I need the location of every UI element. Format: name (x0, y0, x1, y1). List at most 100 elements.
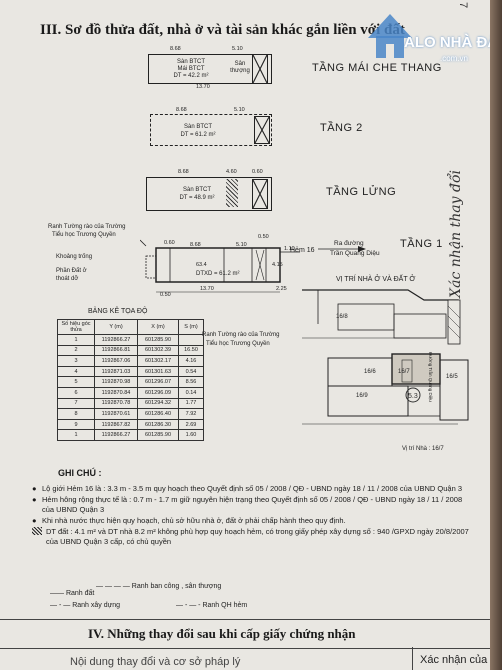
floorplan-tang-lung: Sàn BTCT DT = 48.9 m² (146, 177, 272, 211)
floorplan-tang-mai: Sàn BTCT Mái BTCT DT = 42.2 m² Sân thượn… (148, 54, 272, 84)
tang-1-label: TẦNG 1 (400, 238, 443, 250)
legend-ranh-dat: —— Ranh đất (50, 590, 94, 597)
column-divider (412, 647, 413, 670)
t1-ra-duong: Ra đường (334, 240, 364, 247)
table-cell: 16.50 (178, 344, 204, 357)
table-cell: 1 (57, 334, 95, 346)
solid-line-icon: —— (50, 590, 64, 597)
table-cell: 601301.63 (137, 365, 179, 378)
t2-dim-1: 8.68 (176, 107, 187, 113)
mai-dim-3: 13.70 (196, 84, 210, 90)
loc-road: Đường Trần Quang Diệu (428, 352, 433, 402)
note-text: Lộ giới Hẻm 16 là : 3.3 m - 3.5 m quy ho… (42, 484, 463, 493)
table-cell: 7 (57, 397, 95, 410)
tl-room: Sàn BTCT (182, 187, 211, 193)
table-cell: 5 (57, 376, 95, 388)
tl-area: DT = 48.9 m² (179, 195, 215, 201)
house-logo-icon (368, 14, 412, 58)
mai-room-1: Sàn BTCT (176, 59, 205, 65)
loc-wall-label-1: Ranh Tường rào của Trường (202, 332, 280, 338)
mai-dim-1: 8.68 (170, 46, 181, 52)
watermark-text: ALO NHÀ ĐẤT (404, 34, 490, 51)
legend-ranh-xd: — - — Ranh xây dựng (50, 602, 120, 609)
table-cell: 601286.40 (137, 408, 179, 420)
legend-ranh-qh: — - — - Ranh QH hẻm (176, 602, 247, 609)
note-text: Khi nhà nước thực hiện quy hoạch, chủ sở… (42, 516, 346, 525)
table-cell: 1 (57, 429, 95, 441)
side-handwriting: Xác nhận thay đổi (448, 170, 464, 298)
t1-dim-1: 0.60 (164, 240, 175, 246)
table-cell: 2.69 (178, 418, 204, 431)
t1-area: DTXD = 61.2 m² (196, 271, 240, 277)
t1-thoat-do: thoát dỡ (56, 276, 79, 282)
table-cell: 7.92 (178, 408, 204, 420)
table-cell: 4.16 (178, 355, 204, 367)
t1-street: Trần Quang Diệu (330, 250, 380, 257)
t1-dim-9: 1.10 (284, 246, 295, 252)
stamp-icon: 5.3 (405, 387, 421, 403)
floorplan-tang-2: Sàn BTCT DT = 61.2 m² (150, 114, 272, 146)
mai-area: DT = 42.2 m² (173, 73, 209, 79)
location-title: VỊ TRÍ NHÀ Ở VÀ ĐẤT Ở (336, 276, 416, 283)
dash-dot-line-icon: — - — (50, 602, 71, 609)
table-cell: 8 (57, 408, 95, 420)
legend-ban-cong: — — — — Ranh ban công , sân thượng (96, 583, 221, 590)
lot-16-5: 16/5 (446, 374, 458, 380)
tang-lung-label: TẦNG LỬNG (326, 186, 397, 198)
tl-dim-2: 4.60 (226, 169, 237, 175)
bullet-icon: ● (32, 484, 37, 493)
page-edge (490, 0, 502, 670)
table-cell: 2 (57, 344, 95, 357)
table-cell: 1192867.06 (94, 355, 138, 367)
table-cell: 601296.09 (137, 386, 179, 399)
table-cell: 1.77 (178, 397, 204, 410)
table-cell: 601286.30 (137, 418, 179, 431)
table-cell: 1.60 (178, 429, 204, 441)
hatch-swatch-icon (32, 527, 42, 535)
t1-dim-8: 0.50 (258, 234, 269, 240)
table-cell: 1192866.27 (94, 334, 138, 346)
t1-dim-4: 13.70 (200, 286, 214, 292)
table-cell: 601302.39 (137, 344, 179, 357)
note-item: ●Hẻm hông rộng thực tế là : 0.7 m - 1.7 … (32, 495, 472, 515)
t2-area: DT = 61.2 m² (180, 132, 216, 138)
table-cell: 8.56 (178, 376, 204, 388)
notes-title: GHI CHÚ : (58, 468, 102, 478)
confirm-column-header: Xác nhận của (420, 654, 488, 666)
t2-room: Sàn BTCT (183, 124, 212, 130)
section-4-title: IV. Những thay đổi sau khi cấp giấy chứn… (88, 626, 356, 641)
t1-dim-6: 2.25 (276, 286, 287, 292)
lot-16-7: 16/7 (398, 369, 410, 375)
notes-section: GHI CHÚ : ● Lộ giới Hẻm 16 là : 3.3 m - 3… (32, 468, 472, 548)
changes-column-header: Nội dung thay đổi và cơ sở pháp lý (70, 656, 241, 668)
arrow-right-icon (318, 246, 366, 252)
section-4-frame (0, 619, 490, 649)
stair-cross-tl (252, 179, 268, 209)
bullet-icon: ● (32, 516, 37, 525)
loc-wall-label-2: Tiểu học Trương Quyền (206, 341, 270, 347)
col-header: Số hiệu góc thửa (57, 319, 95, 335)
table-cell: 6 (57, 386, 95, 399)
lot-16-6: 16/6 (364, 369, 376, 375)
t1-inner-area: 63.4 (196, 262, 207, 268)
location-map (302, 289, 469, 425)
table-cell: 4 (57, 365, 95, 378)
table-cell: 1192866.81 (94, 344, 138, 357)
table-cell: 1192867.82 (94, 418, 138, 431)
t1-dim-2: 8.68 (190, 242, 201, 248)
t1-khoang-trong: Khoảng trống (56, 254, 93, 260)
table-cell: 601296.07 (137, 376, 179, 388)
table-cell: 601294.32 (137, 397, 179, 410)
table-cell: 601285.90 (137, 334, 179, 346)
table-cell: 601285.90 (137, 429, 179, 441)
